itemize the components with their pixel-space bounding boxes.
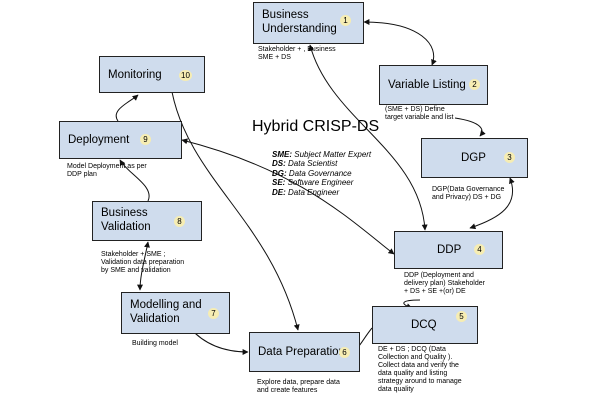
legend-entry: DE: Data Engineer (272, 187, 340, 197)
legend-entry: SE: Software Engineer (272, 178, 354, 188)
note-data-preparation: Explore data, prepare data and create fe… (257, 379, 340, 394)
node-business-understanding[interactable]: Business Understanding 1 (253, 2, 364, 44)
note-variable-listing: (SME + DS) Define target variable and li… (385, 106, 454, 121)
node-label: DGP (461, 152, 486, 164)
edge-business-understanding-variable-listing (363, 19, 437, 66)
legend: SME: Subject Matter Expert DS: Data Scie… (272, 150, 371, 197)
step-number-badge: 5 (456, 311, 467, 322)
node-label: Validation (130, 313, 180, 325)
edge-variable-listing-dgp (454, 117, 486, 137)
step-number-badge: 4 (474, 244, 485, 255)
node-modelling-validation[interactable]: Modelling and Validation 7 (121, 292, 230, 334)
node-label: Data Preparation (258, 346, 345, 358)
note-deployment: Model Deployment as per DDP plan (67, 163, 147, 178)
node-data-preparation[interactable]: Data Preparation 6 (249, 332, 360, 372)
legend-entry: SME: Subject Matter Expert (272, 150, 372, 159)
node-monitoring[interactable]: Monitoring 10 (99, 56, 205, 93)
node-label: Business (101, 207, 148, 219)
step-number-badge: 10 (179, 70, 192, 81)
node-label: Monitoring (108, 69, 162, 81)
diagram-title: Hybrid CRISP-DS (252, 118, 380, 135)
note-dgp: DGP(Data Governance and Privacy) DS + DG (432, 186, 505, 201)
step-number-badge: 9 (140, 134, 151, 145)
node-variable-listing[interactable]: Variable Listing 2 (379, 65, 488, 105)
node-label: Deployment (68, 134, 130, 146)
step-number-badge: 8 (174, 216, 185, 227)
node-label: Modelling and (130, 299, 202, 311)
node-label: DCQ (411, 319, 437, 331)
note-dcq: DE + DS ; DCQ (Data Collection and Quali… (378, 346, 462, 393)
step-number-badge: 1 (340, 15, 351, 26)
step-number-badge: 3 (504, 152, 515, 163)
step-number-badge: 7 (208, 308, 219, 319)
edge-business-validation-modelling (137, 241, 150, 291)
note-ddp: DDP (Deployment and delivery plan) Stake… (404, 272, 485, 295)
node-dcq[interactable]: DCQ 5 (372, 306, 478, 344)
edge-deployment-ddp (181, 138, 395, 255)
node-dgp[interactable]: DGP 3 (421, 138, 528, 178)
note-business-understanding: Stakeholder + , Business SME + DS (258, 46, 336, 61)
step-number-badge: 2 (469, 79, 480, 90)
legend-entry: DS: Data Scientist (272, 159, 338, 169)
edge-business-understanding-ddp (308, 44, 428, 231)
legend-entry: DG: Data Governance (272, 168, 352, 178)
note-business-validation: Stakeholder + SME ; Validation data prep… (101, 251, 185, 274)
edge-business-validation-deployment (119, 159, 150, 202)
node-deployment[interactable]: Deployment 9 (59, 121, 182, 159)
node-label: DDP (437, 244, 462, 256)
step-number-badge: 6 (339, 347, 350, 358)
node-label: Variable Listing (388, 79, 466, 91)
node-business-validation[interactable]: Business Validation 8 (92, 201, 202, 241)
node-ddp[interactable]: DDP 4 (394, 231, 503, 269)
note-modelling-validation: Building model (132, 340, 178, 347)
node-label: Business (262, 9, 309, 21)
node-label: Understanding (262, 23, 337, 35)
edge-deployment-monitoring (115, 94, 139, 122)
edge-dgp-ddp (469, 177, 515, 230)
node-label: Validation (101, 221, 151, 233)
